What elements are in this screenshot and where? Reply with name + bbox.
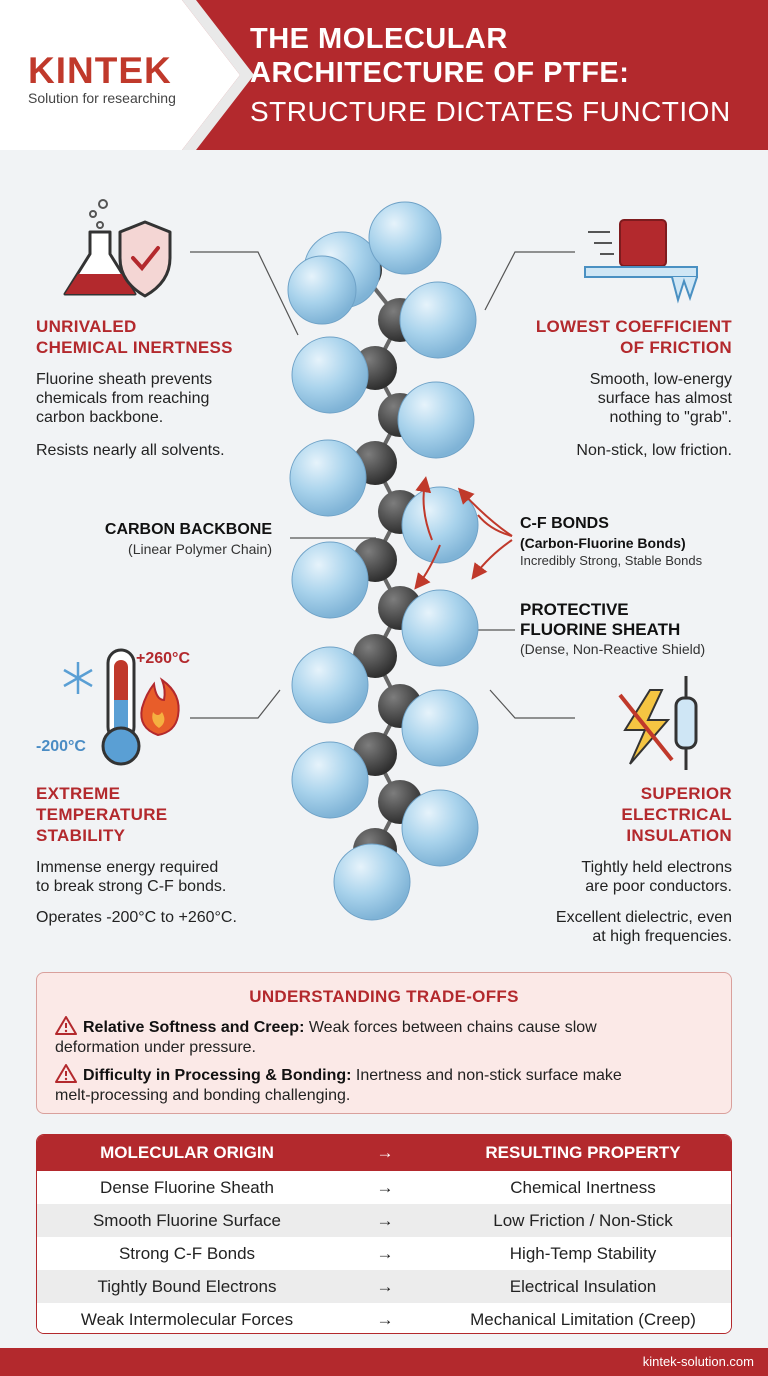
temperature-note: Operates -200°C to +260°C.: [36, 909, 237, 926]
label-fluorine-sheath: PROTECTIVE FLUORINE SHEATH (Dense, Non-R…: [520, 600, 750, 658]
row-property: Electrical Insulation: [509, 1277, 657, 1296]
table-row: Smooth Fluorine Surface → Low Friction /…: [37, 1204, 731, 1237]
tradeoff-processing-title: Difficulty in Processing & Bonding:: [83, 1067, 352, 1084]
row-property: Mechanical Limitation (Creep): [470, 1310, 696, 1329]
tradeoff-item-processing: Difficulty in Processing & Bonding: Iner…: [55, 1063, 725, 1106]
footer-website-link[interactable]: kintek-solution.com: [642, 1354, 754, 1369]
row-arrow: →: [376, 1244, 394, 1263]
row-origin: Tightly Bound Electrons: [97, 1277, 277, 1296]
cf-bond-arrows: [414, 476, 513, 590]
backbone-subtitle: (Linear Polymer Chain): [128, 541, 272, 557]
property-chemical-inertness: UNRIVALED CHEMICAL INERTNESS Fluorine sh…: [36, 316, 296, 460]
chemical-flask-shield-icon: [63, 199, 172, 298]
friction-body-3: nothing to "grab".: [609, 409, 732, 426]
row-arrow: →: [376, 1277, 394, 1296]
electrical-note-1: Excellent dielectric, even: [555, 909, 732, 926]
friction-body-1: Smooth, low-energy: [589, 371, 732, 388]
brand-tagline: Solution for researching: [28, 90, 176, 106]
electrical-body-2: are poor conductors.: [585, 878, 732, 895]
table-row: Weak Intermolecular Forces → Mechanical …: [37, 1303, 731, 1333]
temperature-title-1: EXTREME: [36, 784, 121, 803]
warning-icon: [55, 1064, 77, 1083]
property-low-friction: LOWEST COEFFICIENT OF FRICTION Smooth, l…: [472, 316, 732, 460]
row-origin: Dense Fluorine Sheath: [100, 1178, 274, 1197]
header-resulting-property: RESULTING PROPERTY: [485, 1143, 681, 1162]
cf-bonds-title: C-F BONDS: [520, 515, 609, 532]
tradeoff-item-creep: Relative Softness and Creep: Weak forces…: [55, 1015, 725, 1058]
ptfe-molecule-diagram: +260°C -200°C: [36, 199, 698, 921]
electrical-title-2: ELECTRICAL: [621, 805, 732, 824]
page-title-line-2: ARCHITECTURE OF PTFE:: [250, 57, 630, 89]
tradeoff-creep-text-1: Weak forces between chains cause slow: [308, 1019, 597, 1036]
warning-icon: [55, 1016, 77, 1035]
electrical-title-3: INSULATION: [626, 826, 732, 845]
page-subtitle: STRUCTURE DICTATES FUNCTION: [250, 96, 731, 127]
inertness-note: Resists nearly all solvents.: [36, 442, 225, 459]
sheath-title-2: FLUORINE SHEATH: [520, 620, 681, 639]
temp-low-label: -200°C: [36, 738, 86, 755]
header-banner: KINTEK Solution for researching THE MOLE…: [0, 0, 768, 150]
friction-title-2: OF FRICTION: [620, 338, 732, 357]
thermometer-icon: [101, 648, 141, 766]
cf-bonds-description: Incredibly Strong, Stable Bonds: [520, 553, 703, 568]
temperature-body-1: Immense energy required: [36, 859, 219, 876]
cf-bonds-subtitle: (Carbon-Fluorine Bonds): [520, 535, 686, 551]
temperature-body-2: to break strong C-F bonds.: [36, 878, 227, 895]
row-origin: Strong C-F Bonds: [118, 1244, 256, 1263]
header-arrow: →: [376, 1143, 394, 1162]
table-header: MOLECULAR ORIGIN → RESULTING PROPERTY: [37, 1135, 731, 1171]
row-property: Low Friction / Non-Stick: [493, 1211, 673, 1230]
temperature-title-3: STABILITY: [36, 826, 126, 845]
tradeoff-creep-text-2: deformation under pressure.: [55, 1039, 256, 1056]
origin-property-table: MOLECULAR ORIGIN → RESULTING PROPERTY De…: [36, 1134, 732, 1334]
snowflake-icon: [63, 662, 93, 694]
inertness-body-2: chemicals from reaching: [36, 390, 210, 407]
friction-note: Non-stick, low friction.: [576, 442, 732, 459]
friction-title-1: LOWEST COEFFICIENT: [535, 317, 732, 336]
flame-icon: [140, 677, 180, 737]
temp-high-label: +260°C: [136, 650, 190, 667]
header-molecular-origin: MOLECULAR ORIGIN: [100, 1143, 274, 1162]
tradeoff-processing-text-1: Inertness and non-stick surface make: [355, 1067, 622, 1084]
connector-lines: [190, 251, 575, 719]
inertness-title-2: CHEMICAL INERTNESS: [36, 338, 233, 357]
inertness-body-3: carbon backbone.: [36, 409, 164, 426]
row-origin: Weak Intermolecular Forces: [80, 1310, 294, 1329]
footer-bar: kintek-solution.com: [0, 1348, 768, 1376]
tradeoff-processing-text-2: melt-processing and bonding challenging.: [55, 1087, 351, 1104]
row-property: Chemical Inertness: [510, 1178, 656, 1197]
tradeoffs-panel: UNDERSTANDING TRADE-OFFS Relative Softne…: [36, 972, 732, 1114]
logo-panel: [0, 0, 240, 150]
property-electrical-insulation: SUPERIOR ELECTRICAL INSULATION Tightly h…: [472, 783, 732, 946]
backbone-title: CARBON BACKBONE: [104, 521, 272, 538]
page-title-line-1: THE MOLECULAR: [250, 23, 508, 55]
fluorine-atoms: [287, 201, 479, 921]
row-arrow: →: [376, 1178, 394, 1197]
row-property: High-Temp Stability: [509, 1244, 657, 1263]
sheath-subtitle: (Dense, Non-Reactive Shield): [520, 641, 706, 657]
inertness-body-1: Fluorine sheath prevents: [36, 371, 213, 388]
table-row: Tightly Bound Electrons → Electrical Ins…: [37, 1270, 731, 1303]
electrical-note-2: at high frequencies.: [592, 928, 732, 945]
friction-body-2: surface has almost: [597, 390, 732, 407]
label-cf-bonds: C-F BONDS (Carbon-Fluorine Bonds) Incred…: [520, 514, 750, 570]
electrical-title-1: SUPERIOR: [640, 784, 732, 803]
brand-logo: KINTEK: [28, 50, 172, 91]
electrical-body-1: Tightly held electrons: [581, 859, 732, 876]
table-row: Dense Fluorine Sheath → Chemical Inertne…: [37, 1171, 731, 1204]
sheath-title-1: PROTECTIVE: [520, 600, 629, 619]
tradeoffs-title: UNDERSTANDING TRADE-OFFS: [249, 987, 519, 1006]
lightning-insulator-icon: [618, 676, 698, 770]
table-row: Strong C-F Bonds → High-Temp Stability: [37, 1237, 731, 1270]
property-temperature-stability: EXTREME TEMPERATURE STABILITY Immense en…: [36, 783, 296, 927]
tradeoff-creep-title: Relative Softness and Creep:: [83, 1019, 305, 1036]
row-arrow: →: [376, 1211, 394, 1230]
label-carbon-backbone: CARBON BACKBONE (Linear Polymer Chain): [36, 520, 272, 558]
temperature-title-2: TEMPERATURE: [36, 805, 168, 824]
inertness-title-1: UNRIVALED: [36, 317, 137, 336]
row-origin: Smooth Fluorine Surface: [92, 1211, 282, 1230]
friction-block-icon: [584, 219, 698, 304]
row-arrow: →: [376, 1310, 394, 1329]
